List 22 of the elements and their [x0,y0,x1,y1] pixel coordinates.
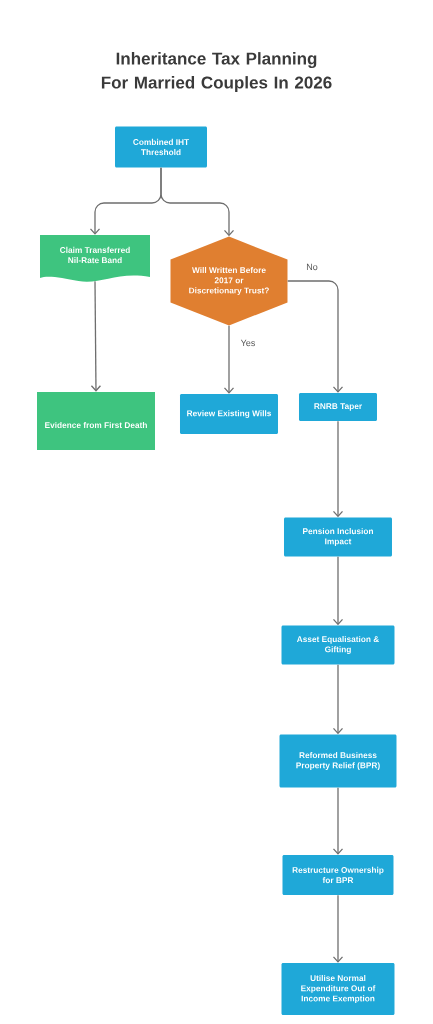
arrow [332,556,344,626]
arrow [223,325,235,394]
arrow [90,280,102,392]
process-box: Restructure Ownership for BPR [282,855,394,895]
arrow [332,787,344,855]
arrow [332,420,344,518]
arrow [160,167,235,237]
process-box: Asset Equalisation & Gifting [281,625,395,665]
decision-hexagon: Will Written Before 2017 or Discretionary Trust? [170,236,288,326]
process-box: Review Existing Wills [180,394,278,434]
process-box: RNRB Taper [299,393,377,421]
process-box: Pension Inclusion Impact [284,517,392,557]
title: Inheritance Tax Planning For Married Couples In 2026 [101,52,332,92]
arrow [287,280,344,393]
database-cylinder: Evidence from First Death [37,391,155,450]
edge-label: No [304,262,320,272]
process-box: Reformed Business Property Relief (BPR) [279,734,397,788]
edge-label: Yes [239,338,257,348]
arrow [332,894,344,963]
process-box: Utilise Normal Expenditure Out of Income Exemption [281,963,395,1015]
arrow [332,664,344,735]
process-box: Combined IHT Threshold [115,126,207,168]
